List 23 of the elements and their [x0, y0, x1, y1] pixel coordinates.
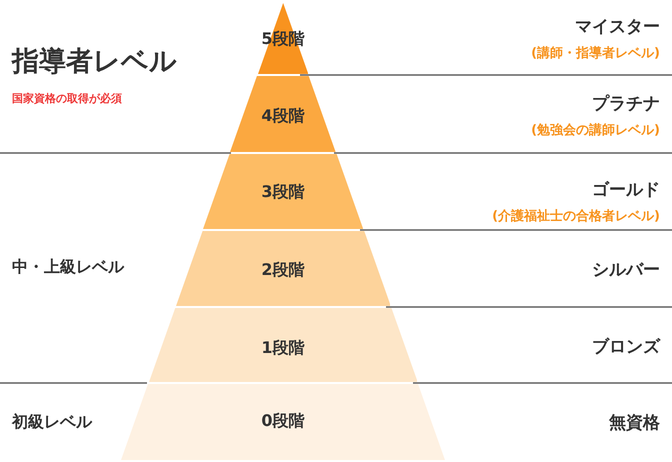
- tier-label: 1段階: [260, 340, 306, 356]
- rank-note: (講師・指導者レベル): [531, 46, 660, 60]
- group-note: 国家資格の取得が必須: [12, 92, 122, 104]
- rank-name: シルバー: [592, 262, 660, 278]
- group-heading: 中・上級レベル: [12, 259, 124, 275]
- tier-label: 0段階: [260, 413, 306, 429]
- rank-name: マイスター: [575, 18, 660, 36]
- tier-label: 4段階: [260, 108, 306, 124]
- rank-name: ブロンズ: [592, 338, 660, 356]
- rank-note: (介護福祉士の合格者レベル): [492, 210, 660, 222]
- pyramid-tier: [121, 384, 445, 460]
- group-heading: 指導者レベル: [12, 48, 177, 74]
- pyramid-tier: [202, 154, 364, 229]
- rank-note: (勉強会の講師レベル): [531, 124, 660, 136]
- tier-label: 3段階: [260, 184, 306, 200]
- pyramid-tier: [148, 308, 418, 382]
- pyramid-tier: [230, 76, 336, 152]
- rank-name: ゴールド: [592, 182, 660, 198]
- group-heading: 初級レベル: [12, 414, 92, 430]
- rank-name: プラチナ: [592, 96, 660, 112]
- tier-label: 2段階: [260, 262, 306, 278]
- rank-name: 無資格: [609, 414, 660, 432]
- pyramid-tier: [176, 231, 390, 306]
